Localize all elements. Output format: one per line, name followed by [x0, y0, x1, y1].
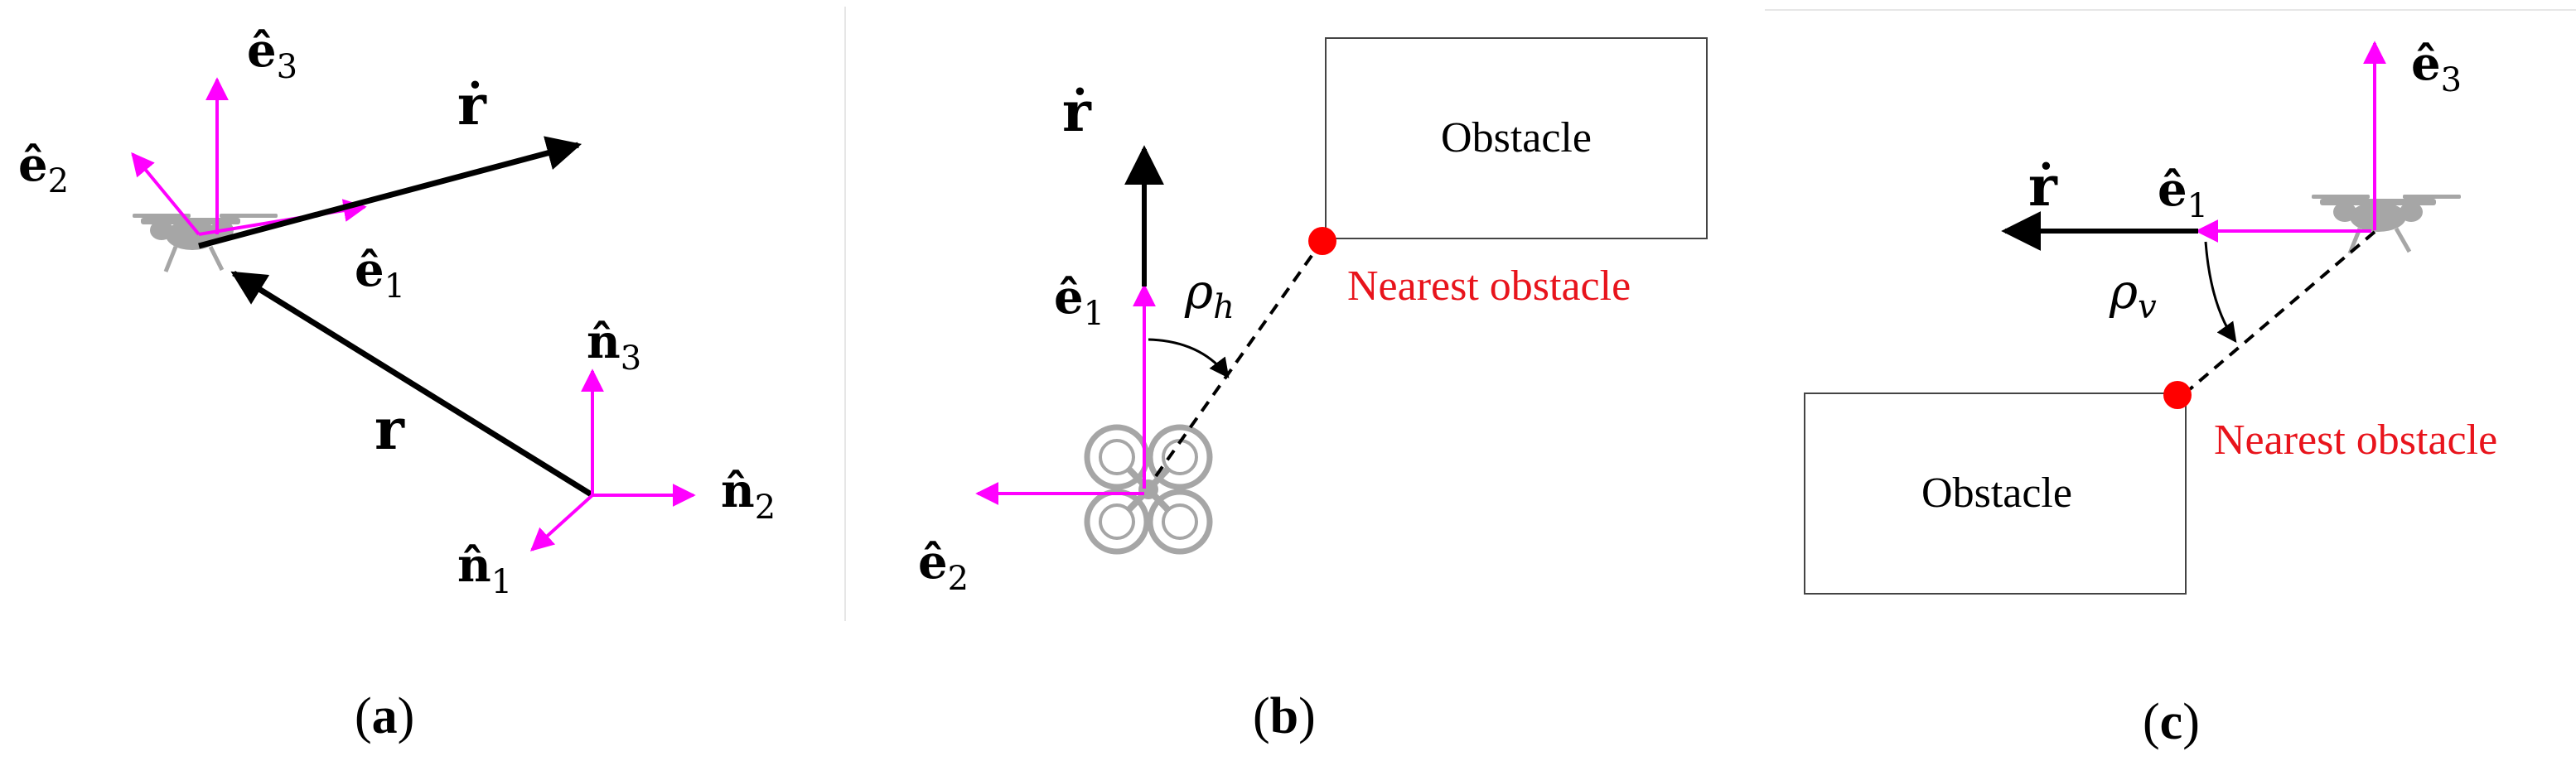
label-e2-a: ê2 — [18, 137, 69, 200]
label-rdot-a: ṙ — [457, 73, 487, 137]
label-e1-a: ê1 — [355, 243, 405, 306]
label-e1-c: ê1 — [2158, 162, 2208, 225]
obstacle-box-c — [1804, 393, 2187, 595]
label-e2-b: ê2 — [918, 535, 969, 598]
label-n1: n̂1 — [457, 538, 512, 601]
panel-c: Obstacle ê3 ê1 ṙ ρv Nearest obstacle (c) — [1804, 36, 2497, 750]
panel-a: ê3 ê2 ê1 ṙ r n̂3 n̂2 n̂1 (a) — [18, 23, 776, 744]
nearest-point-c — [2163, 381, 2192, 409]
label-rho-v: ρv — [2109, 263, 2157, 326]
drone-side-icon — [2312, 195, 2461, 254]
e2-axis-a — [131, 152, 201, 236]
obstacle-label-b: Obstacle — [1441, 114, 1592, 161]
caption-a: (a) — [355, 688, 414, 744]
panel-b: Obstacle ṙ ê1 ê2 ρh Nearest obstacl — [918, 37, 1708, 744]
n1-axis — [529, 494, 594, 551]
obstacle-box-b — [1325, 37, 1708, 239]
label-rdot-b: ṙ — [1062, 79, 1092, 144]
nearest-label-c: Nearest obstacle — [2214, 417, 2497, 464]
label-n2: n̂2 — [721, 464, 776, 527]
nearest-point-b — [1308, 227, 1336, 255]
label-n3: n̂3 — [587, 315, 641, 378]
caption-b: (b) — [1253, 688, 1316, 744]
angle-arc-b — [1148, 338, 1230, 378]
label-rdot-c: ṙ — [2028, 154, 2058, 219]
position-arrow — [230, 271, 594, 498]
label-e1-b: ê1 — [1054, 270, 1104, 333]
velocity-arrow-a — [198, 136, 582, 249]
label-e3-a: ê3 — [247, 23, 297, 86]
drone-top-icon — [1084, 424, 1213, 555]
nearest-label-b: Nearest obstacle — [1347, 262, 1631, 310]
nearest-line-c — [2188, 230, 2376, 391]
angle-arc-c — [2204, 241, 2237, 343]
label-r: r — [375, 397, 405, 463]
nearest-line-b — [1154, 240, 1323, 478]
obstacle-label-c: Obstacle — [1921, 470, 2072, 517]
label-rho-h: ρh — [1184, 263, 1235, 326]
label-e3-c: ê3 — [2411, 36, 2462, 99]
caption-c: (c) — [2143, 694, 2200, 750]
